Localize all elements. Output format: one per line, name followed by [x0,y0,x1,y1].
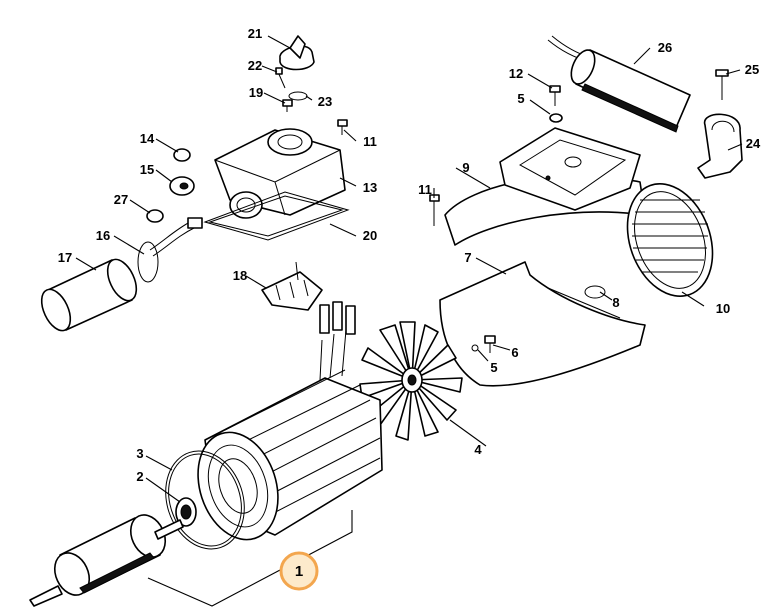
part-16-cable [137,217,203,283]
label-24[interactable]: 24 [746,136,761,151]
label-20[interactable]: 20 [363,228,377,243]
part-26-capacitor [547,35,691,133]
part-11-screw-right [429,194,440,226]
label-21[interactable]: 21 [248,26,262,41]
label-5-lower[interactable]: 5 [490,360,497,375]
part-labels: 1 2 3 4 5 5 6 7 8 9 10 11 11 12 13 14 15… [58,26,761,580]
part-27-grommet [146,209,164,223]
label-5-upper[interactable]: 5 [517,91,524,106]
part-5-nut-top [549,113,563,123]
label-1[interactable]: 1 [295,563,303,580]
label-12[interactable]: 12 [509,66,523,81]
label-3[interactable]: 3 [136,446,143,461]
part-1-rotor [29,514,184,607]
part-6-screw [484,335,496,353]
label-26[interactable]: 26 [658,40,672,55]
label-4[interactable]: 4 [474,442,482,457]
part-12-screw [549,85,561,106]
leader-lines [75,35,743,503]
label-19[interactable]: 19 [249,85,263,100]
label-14[interactable]: 14 [140,131,155,146]
part-9-upper-housing [444,127,646,246]
label-13[interactable]: 13 [363,180,377,195]
stator-body [197,301,383,541]
part-17-capacitor [40,258,138,332]
label-6[interactable]: 6 [511,345,518,360]
label-10[interactable]: 10 [716,301,730,316]
label-23[interactable]: 23 [318,94,332,109]
part-3-oring [165,450,245,550]
label-18[interactable]: 18 [233,268,247,283]
label-8[interactable]: 8 [612,295,619,310]
part-19-screw [282,99,293,112]
label-15[interactable]: 15 [140,162,154,177]
part-7-lower-housing [439,261,646,387]
label-16[interactable]: 16 [96,228,110,243]
label-27[interactable]: 27 [114,192,128,207]
label-7[interactable]: 7 [464,250,471,265]
label-22[interactable]: 22 [248,58,262,73]
part-21-cap [279,35,315,71]
part-18-terminal-block [261,261,323,311]
part-15-bushing [169,176,195,196]
label-25[interactable]: 25 [745,62,759,77]
highlight-circle-part-1 [279,551,319,591]
part-11-screw-top [337,119,348,135]
part-13-terminal-box [214,128,346,219]
label-9[interactable]: 9 [462,160,469,175]
part-10-fan-grille [626,183,714,297]
part-24-clamp [697,113,743,179]
part-23-oring [288,91,308,101]
label-17[interactable]: 17 [58,250,72,265]
label-2[interactable]: 2 [136,469,143,484]
part-2-bearing [175,497,197,527]
label-11-top[interactable]: 11 [363,134,377,149]
part-20-gasket [203,191,350,241]
part-22-screw [275,67,286,89]
label-11-right[interactable]: 11 [418,182,432,197]
